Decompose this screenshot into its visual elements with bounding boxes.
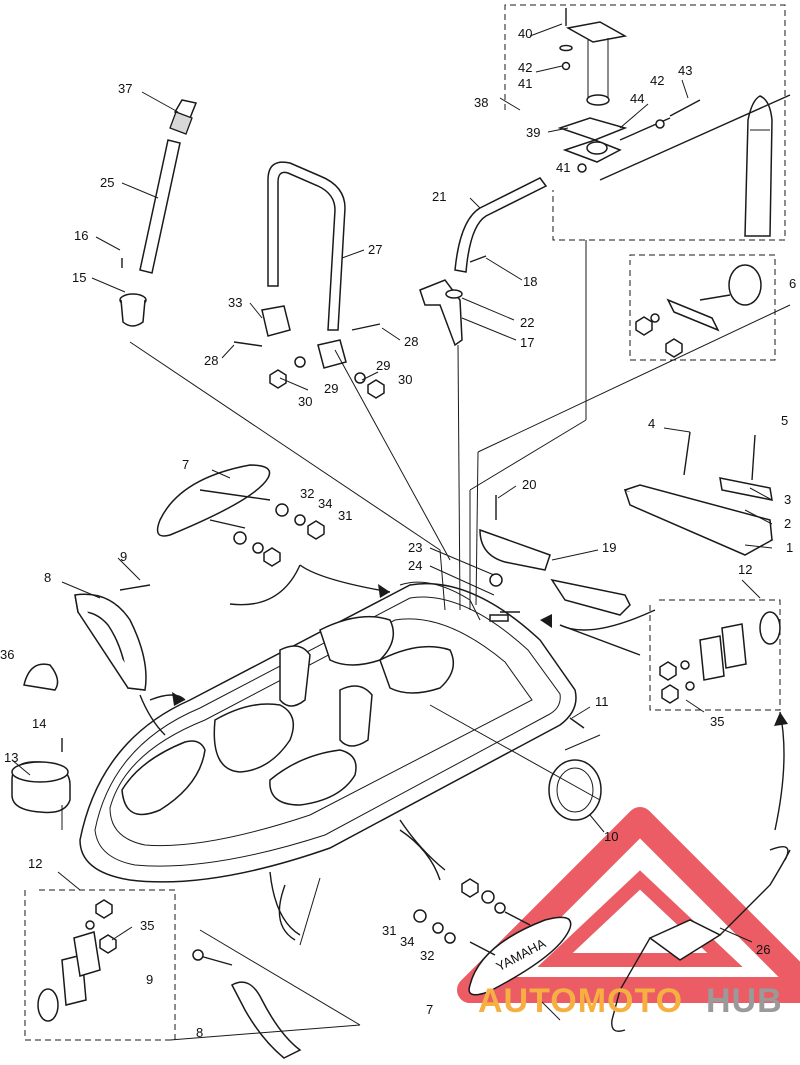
callout-35a: 35: [710, 714, 724, 729]
callout-17: 17: [520, 335, 534, 350]
post-assembly: [557, 8, 791, 237]
callout-34a: 34: [318, 496, 332, 511]
watermark-triangle: [457, 807, 800, 1003]
callout-14: 14: [32, 716, 46, 731]
callout-41b: 41: [556, 160, 570, 175]
callout-7a: 7: [182, 457, 189, 472]
callout-12a: 12: [738, 562, 752, 577]
watermark-text-automoto: AUTOMOTO: [478, 982, 683, 1020]
callout-41: 41: [518, 76, 532, 91]
watermark-text-hub: HUB: [706, 982, 783, 1020]
callout-38: 38: [474, 95, 488, 110]
callout-26: 26: [756, 942, 770, 957]
callout-37: 37: [118, 81, 132, 96]
side-handle: [419, 177, 548, 347]
callout-24: 24: [408, 558, 422, 573]
callout-6: 6: [789, 276, 796, 291]
callout-29b: 29: [376, 358, 390, 373]
callout-25: 25: [100, 175, 114, 190]
callout-33: 33: [228, 295, 242, 310]
dash-box-post: [499, 4, 786, 241]
callout-22: 22: [520, 315, 534, 330]
callout-31b: 31: [382, 923, 396, 938]
handrail: [233, 161, 385, 399]
cleat-bottom: YAMAHA: [413, 878, 572, 996]
callout-3: 3: [784, 492, 791, 507]
callout-19: 19: [602, 540, 616, 555]
dash-box-eye: [629, 254, 776, 361]
boat-hull: [79, 581, 577, 883]
callout-28b: 28: [404, 334, 418, 349]
callout-27: 27: [368, 242, 382, 257]
callout-42: 42: [518, 60, 532, 75]
leader-lines: [61, 240, 791, 1041]
callout-44: 44: [630, 91, 644, 106]
callouts: 40 42 41 38 39 41 44 42 43 37 25 16 15 2…: [0, 26, 796, 1040]
bumper-left: [11, 584, 151, 814]
callout-10: 10: [604, 829, 618, 844]
callout-43: 43: [678, 63, 692, 78]
callout-15: 15: [72, 270, 86, 285]
callout-34b: 34: [400, 934, 414, 949]
tie-down-strap: [611, 846, 791, 1032]
callout-30b: 30: [398, 372, 412, 387]
callout-30a: 30: [298, 394, 312, 409]
callout-9b: 9: [146, 972, 153, 987]
callout-42b: 42: [650, 73, 664, 88]
callout-1: 1: [786, 540, 793, 555]
callout-32a: 32: [300, 486, 314, 501]
callout-13: 13: [4, 750, 18, 765]
dash-box-eye-left: [24, 889, 176, 1041]
callout-9a: 9: [120, 549, 127, 564]
callout-12b: 12: [28, 856, 42, 871]
callout-40: 40: [518, 26, 532, 41]
access-ring: [548, 717, 602, 821]
ski-pole: [119, 99, 198, 327]
callout-18: 18: [523, 274, 537, 289]
callout-36: 36: [0, 647, 14, 662]
callout-8a: 8: [44, 570, 51, 585]
callout-7b: 7: [426, 1002, 433, 1017]
callout-21: 21: [432, 189, 446, 204]
cleat-top: [156, 464, 325, 567]
callout-31a: 31: [338, 508, 352, 523]
callout-39: 39: [526, 125, 540, 140]
callout-16: 16: [74, 228, 88, 243]
callout-8b: 8: [196, 1025, 203, 1040]
callout-5: 5: [781, 413, 788, 428]
callout-4: 4: [648, 416, 655, 431]
rail-assembly: [623, 431, 774, 556]
callout-2: 2: [784, 516, 791, 531]
callout-32b: 32: [420, 948, 434, 963]
callout-leaders: [11, 23, 773, 943]
dash-box-eye-right: [649, 599, 781, 711]
callout-20: 20: [522, 477, 536, 492]
callout-35b: 35: [140, 918, 154, 933]
watermark-text: AUTOMOTO HUB: [478, 982, 783, 1020]
bumper-bottom: [192, 949, 302, 1059]
callout-28a: 28: [204, 353, 218, 368]
callout-23: 23: [408, 540, 422, 555]
seat-pad: [479, 495, 631, 616]
callout-11: 11: [595, 694, 609, 709]
callout-29a: 29: [324, 381, 338, 396]
